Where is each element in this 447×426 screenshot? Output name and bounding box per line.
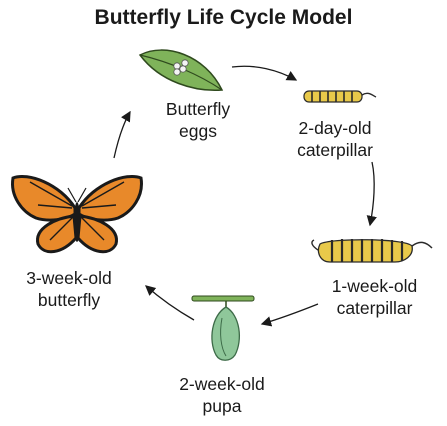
cycle-arrows	[113, 65, 377, 327]
monarch-butterfly-icon	[11, 175, 143, 254]
stage-label-pupa: 2-week-old pupa	[162, 373, 282, 417]
stage-label-line: 2-week-old	[179, 374, 265, 394]
large-caterpillar-icon	[311, 239, 433, 263]
stage-label-butterfly: 3-week-old butterfly	[14, 267, 124, 311]
stage-label-line: 3-week-old	[26, 268, 112, 288]
chrysalis-icon	[191, 295, 255, 361]
arrow-1-week-to-pupa	[260, 303, 319, 327]
arrow-2-day-to-1-week	[366, 161, 377, 227]
stage-label-line: caterpillar	[336, 298, 413, 318]
stage-label-line: caterpillar	[297, 140, 373, 160]
stage-label-line: Butterfly	[165, 99, 231, 119]
stage-label-line: butterfly	[37, 290, 101, 310]
leaf-with-eggs-icon	[138, 49, 224, 91]
stage-label-line: 1-week-old	[331, 276, 418, 296]
stage-label-line: pupa	[202, 396, 242, 416]
stage-label-eggs: Butterfly eggs	[148, 98, 248, 142]
stage-label-line: eggs	[179, 121, 217, 141]
arrow-pupa-to-butterfly	[145, 285, 195, 321]
stage-label-2-day-caterpillar: 2-day-old caterpillar	[275, 117, 395, 161]
diagram-title: Butterfly Life Cycle Model	[94, 6, 353, 29]
arrow-butterfly-to-eggs	[113, 110, 131, 159]
stage-label-line: 2-day-old	[298, 118, 372, 138]
arrow-eggs-to-2-day	[231, 65, 298, 81]
stage-label-1-week-caterpillar: 1-week-old caterpillar	[312, 275, 437, 319]
small-caterpillar-icon	[303, 90, 377, 103]
